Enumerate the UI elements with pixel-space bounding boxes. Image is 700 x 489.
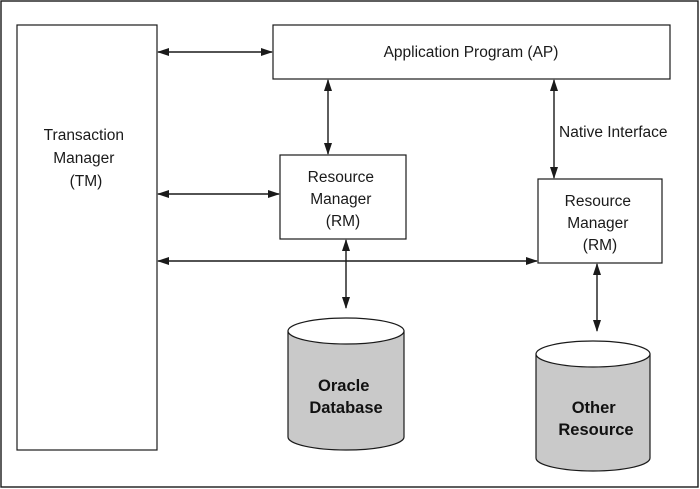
application-program-label: Application Program (AP) (384, 44, 559, 61)
transaction-manager-label: Transaction Manager (TM) (44, 127, 129, 190)
oracle-database-body (287, 330, 405, 451)
oracle-database-cylinder: Oracle Database (287, 317, 405, 451)
resource-manager-1-box: Resource Manager (RM) (279, 154, 407, 240)
resource-manager-2-rect (537, 178, 663, 264)
other-resource-top (535, 340, 651, 368)
transaction-manager-rect (16, 24, 158, 451)
connectors (157, 48, 601, 332)
other-resource-cylinder: Other Resource (535, 340, 651, 472)
resource-manager-1-label: Resource Manager (RM) (308, 169, 379, 230)
resource-manager-2-label: Resource Manager (RM) (565, 193, 636, 254)
resource-manager-1-rect (279, 154, 407, 240)
application-program-box: Application Program (AP) (272, 24, 671, 80)
resource-manager-2-box: Resource Manager (RM) (537, 178, 663, 264)
other-resource-body (535, 353, 651, 472)
transaction-manager-box: Transaction Manager (TM) (16, 24, 158, 451)
application-program-rect (272, 24, 671, 80)
oracle-database-label: Oracle Database (309, 377, 382, 417)
other-resource-label: Other Resource (558, 399, 633, 439)
native-interface-label: Native Interface (559, 124, 668, 141)
oracle-database-top (287, 317, 405, 345)
